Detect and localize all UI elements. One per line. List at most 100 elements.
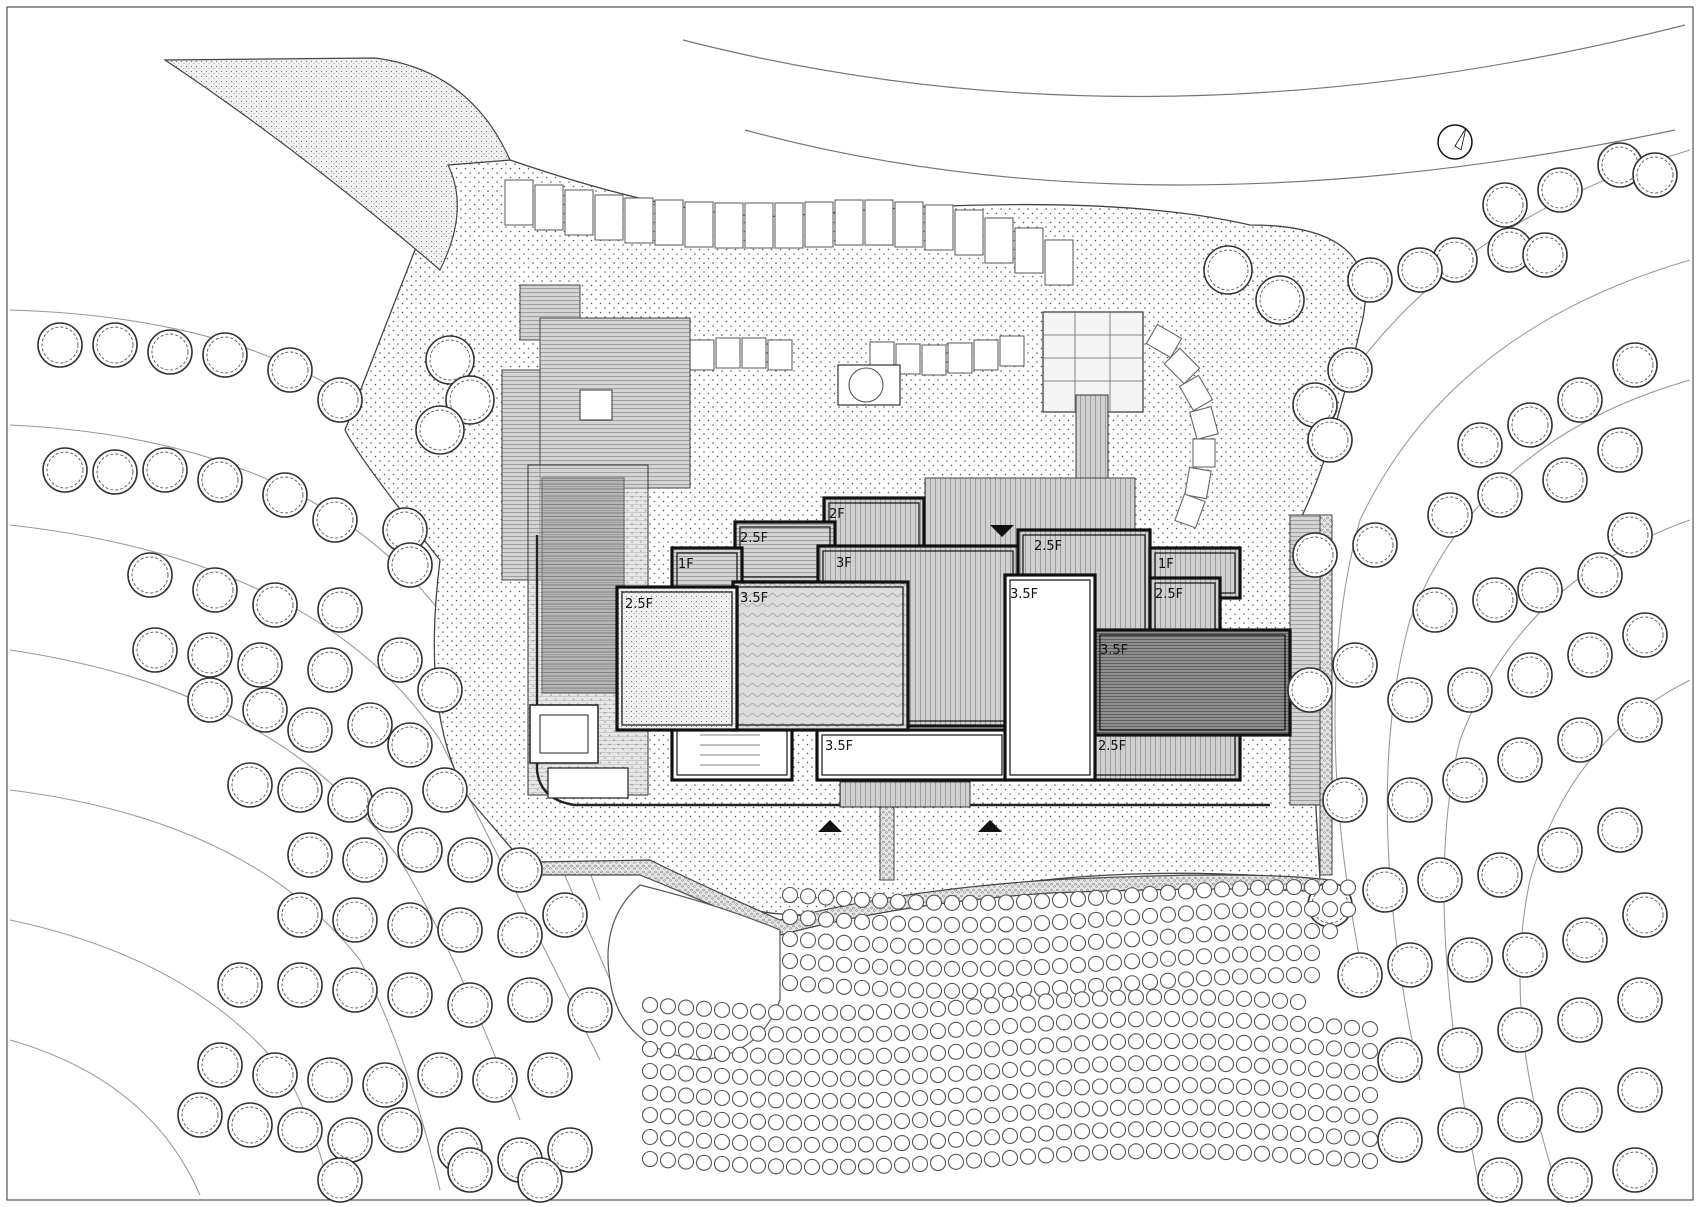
shrub-icon bbox=[1087, 911, 1105, 928]
tree-icon bbox=[277, 1107, 323, 1153]
shrub-icon bbox=[1145, 1143, 1163, 1160]
shrub-icon bbox=[1253, 1079, 1271, 1096]
tree-icon bbox=[1447, 937, 1493, 983]
label-west-2-5f: 2.5F bbox=[625, 597, 653, 612]
shrub-icon bbox=[1019, 1038, 1037, 1055]
shrub-icon bbox=[713, 1067, 731, 1084]
tree-icon bbox=[1377, 1037, 1423, 1083]
driveway bbox=[163, 57, 511, 271]
shrub-icon bbox=[677, 1153, 695, 1170]
shrub-icon bbox=[1199, 989, 1217, 1006]
shrub-icon bbox=[943, 938, 961, 956]
shrub-icon bbox=[1069, 934, 1087, 952]
shrub-icon bbox=[1159, 950, 1177, 967]
shrub-icon bbox=[803, 1048, 821, 1066]
shrub-icon bbox=[1307, 1083, 1325, 1100]
shrub-icon bbox=[1145, 1033, 1163, 1050]
tree-icon bbox=[567, 987, 613, 1033]
shrub-icon bbox=[1249, 879, 1267, 896]
tree-icon bbox=[242, 687, 288, 733]
shrub-icon bbox=[1267, 923, 1285, 940]
shrub-icon bbox=[1235, 1078, 1253, 1095]
shrub-icon bbox=[1213, 969, 1231, 986]
shrub-icon bbox=[871, 936, 889, 953]
shrub-icon bbox=[1163, 1142, 1181, 1160]
tree-icon bbox=[217, 962, 263, 1008]
block-south-3-5f bbox=[815, 728, 1009, 782]
shrub-icon bbox=[1249, 967, 1267, 984]
shrub-icon bbox=[641, 1084, 659, 1102]
tree-icon bbox=[1287, 667, 1333, 713]
shrub-icon bbox=[911, 1112, 929, 1129]
shrub-icon bbox=[767, 1070, 785, 1087]
shrub-icon bbox=[817, 933, 835, 950]
shrub-icon bbox=[1055, 1036, 1073, 1053]
tree-icon bbox=[1537, 827, 1583, 873]
tree-icon bbox=[1347, 257, 1393, 303]
shrub-icon bbox=[1343, 1041, 1361, 1058]
shrub-icon bbox=[979, 916, 997, 933]
shrub-icon bbox=[983, 1085, 1001, 1102]
shrub-icon bbox=[1055, 1124, 1073, 1141]
stepping-path-middle bbox=[689, 335, 1025, 376]
label-center-3-5f: 3.5F bbox=[740, 591, 768, 606]
tree-icon bbox=[1437, 1027, 1483, 1073]
shrub-icon bbox=[785, 1048, 803, 1065]
shrub-icon bbox=[817, 889, 835, 906]
shrub-icon bbox=[695, 1066, 713, 1083]
shrub-icon bbox=[803, 1004, 821, 1022]
tree-icon bbox=[187, 632, 233, 678]
shrub-icon bbox=[1235, 1100, 1253, 1117]
shrub-icon bbox=[785, 1026, 803, 1043]
shrub-icon bbox=[965, 1130, 983, 1147]
shrub-icon bbox=[947, 1043, 965, 1060]
shrub-icon bbox=[1343, 1151, 1361, 1168]
shrub-icon bbox=[1285, 879, 1303, 896]
shrub-icon bbox=[929, 1044, 947, 1062]
tree-icon bbox=[227, 1102, 273, 1148]
tree-icon bbox=[362, 1062, 408, 1108]
shrub-icon bbox=[1361, 1043, 1379, 1060]
shrub-icon bbox=[677, 1021, 695, 1038]
shrub-icon bbox=[1217, 1144, 1235, 1161]
shrub-icon bbox=[853, 913, 871, 930]
shrub-icon bbox=[839, 1026, 857, 1043]
shrub-icon bbox=[677, 1087, 695, 1104]
shrub-icon bbox=[731, 1134, 749, 1151]
block-west-2-5f bbox=[615, 585, 739, 732]
shrub-icon bbox=[1087, 933, 1105, 950]
shrub-icon bbox=[943, 960, 961, 978]
shrub-icon bbox=[857, 1048, 875, 1065]
road-edge-lower bbox=[744, 129, 1676, 186]
shrub-icon bbox=[1177, 971, 1195, 988]
shrub-icon bbox=[1289, 1147, 1307, 1164]
shrub-icon bbox=[1069, 890, 1087, 908]
tree-icon bbox=[447, 982, 493, 1028]
shrub-icon bbox=[1001, 1039, 1019, 1057]
north-arrow-icon bbox=[1437, 124, 1473, 160]
shrub-icon bbox=[965, 1042, 983, 1059]
shrub-icon bbox=[1127, 1143, 1145, 1160]
tree-icon bbox=[1387, 942, 1433, 988]
tree-icon bbox=[1417, 857, 1463, 903]
shrub-icon bbox=[1267, 879, 1285, 896]
shrub-icon bbox=[1091, 1100, 1109, 1117]
shrub-icon bbox=[731, 1002, 749, 1019]
shrub-icon bbox=[961, 894, 979, 912]
tree-icon bbox=[1332, 642, 1378, 688]
shrub-icon bbox=[1195, 926, 1213, 943]
shrub-icon bbox=[677, 1043, 695, 1060]
shrub-icon bbox=[821, 1070, 839, 1088]
shrub-icon bbox=[893, 1156, 911, 1174]
shrub-icon bbox=[929, 1088, 947, 1106]
label-nw-2-5f: 2.5F bbox=[740, 531, 768, 546]
shrub-icon bbox=[947, 1109, 965, 1126]
tree-icon bbox=[1307, 417, 1353, 463]
shrub-icon bbox=[695, 1110, 713, 1127]
tree-icon bbox=[1522, 232, 1568, 278]
shrub-icon bbox=[1303, 966, 1321, 984]
tree-icon bbox=[317, 377, 363, 423]
shrub-icon bbox=[1105, 976, 1123, 993]
tree-icon bbox=[1612, 342, 1658, 388]
shrub-icon bbox=[1015, 915, 1033, 932]
